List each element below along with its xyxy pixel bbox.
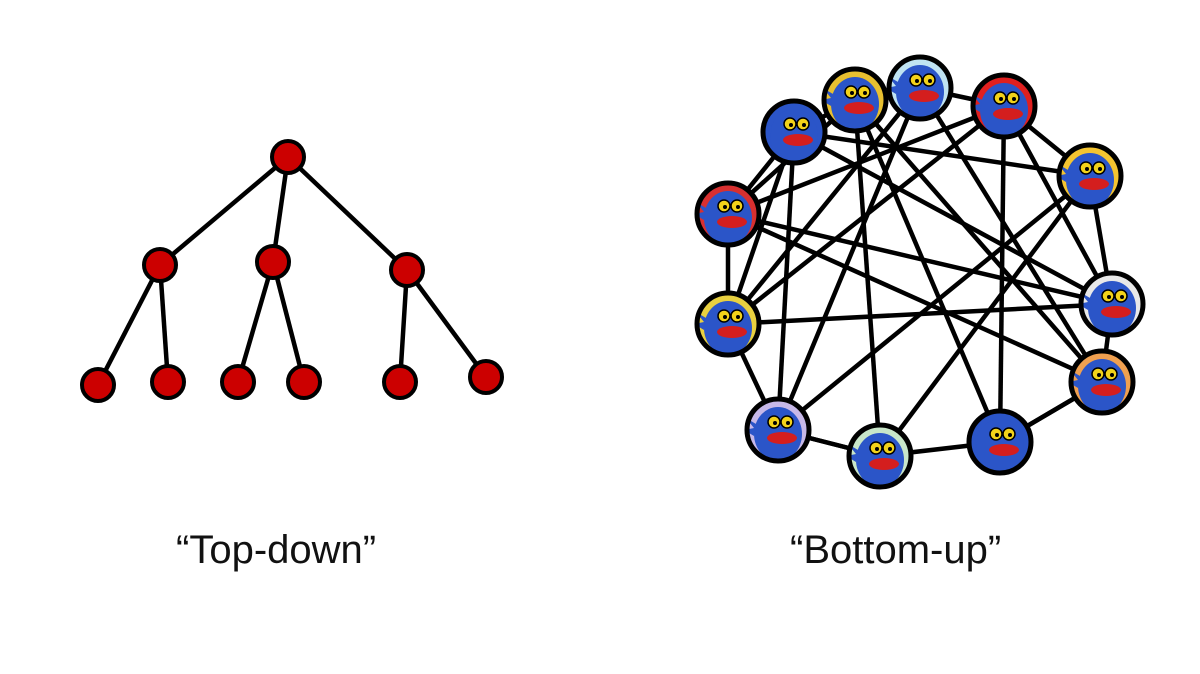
tree-edge [157,264,171,383]
avatar-icon-5 [1068,348,1136,416]
avatar-icon-2 [970,72,1038,140]
avatar-icon-1 [886,54,954,122]
tree-edge [235,261,276,383]
tree-node-leaf-4 [286,364,322,400]
avatar-icon-3 [1056,142,1124,210]
tree-node-mid-3 [389,252,425,288]
avatar-icon-10 [694,180,762,248]
tree-nodes [80,139,504,403]
network-edge [726,104,1006,326]
avatar-icon-11 [760,98,828,166]
avatar-icon-7 [846,422,914,490]
tree-edge [405,268,488,379]
tree-node-mid-1 [142,247,178,283]
network-edge [776,174,1092,432]
tree-edge [286,155,409,272]
tree-edge [96,263,162,387]
tree-node-leaf-2 [150,364,186,400]
avatar-icon-8 [744,396,812,464]
avatar-icon-6 [966,408,1034,476]
tree-node-leaf-5 [382,364,418,400]
bottom-up-caption: “Bottom-up” [790,528,1002,572]
tree-edge [397,269,410,383]
network-edge [792,130,1114,306]
tree-edge [270,261,307,383]
tree-node-root [270,139,306,175]
network-edge [918,86,1104,384]
network-edge [852,99,883,457]
avatar-icon-12 [821,66,889,134]
network-nodes [694,54,1146,490]
network-edge [793,129,1091,179]
tree-node-mid-2 [255,244,291,280]
tree-edge [158,155,290,267]
top-down-caption: “Top-down” [176,528,377,572]
network-edge [1002,104,1114,306]
network-edge [727,301,1113,327]
network-edge [726,86,922,326]
network-edge [775,131,797,431]
tree-node-leaf-6 [468,359,504,395]
avatar-icon-4 [1078,270,1146,338]
tree-node-leaf-1 [80,367,116,403]
network-edge [997,105,1007,443]
avatar-icon-9 [694,290,762,358]
network-edge [727,103,1005,217]
network-edge [878,174,1092,458]
tree-node-leaf-3 [220,364,256,400]
